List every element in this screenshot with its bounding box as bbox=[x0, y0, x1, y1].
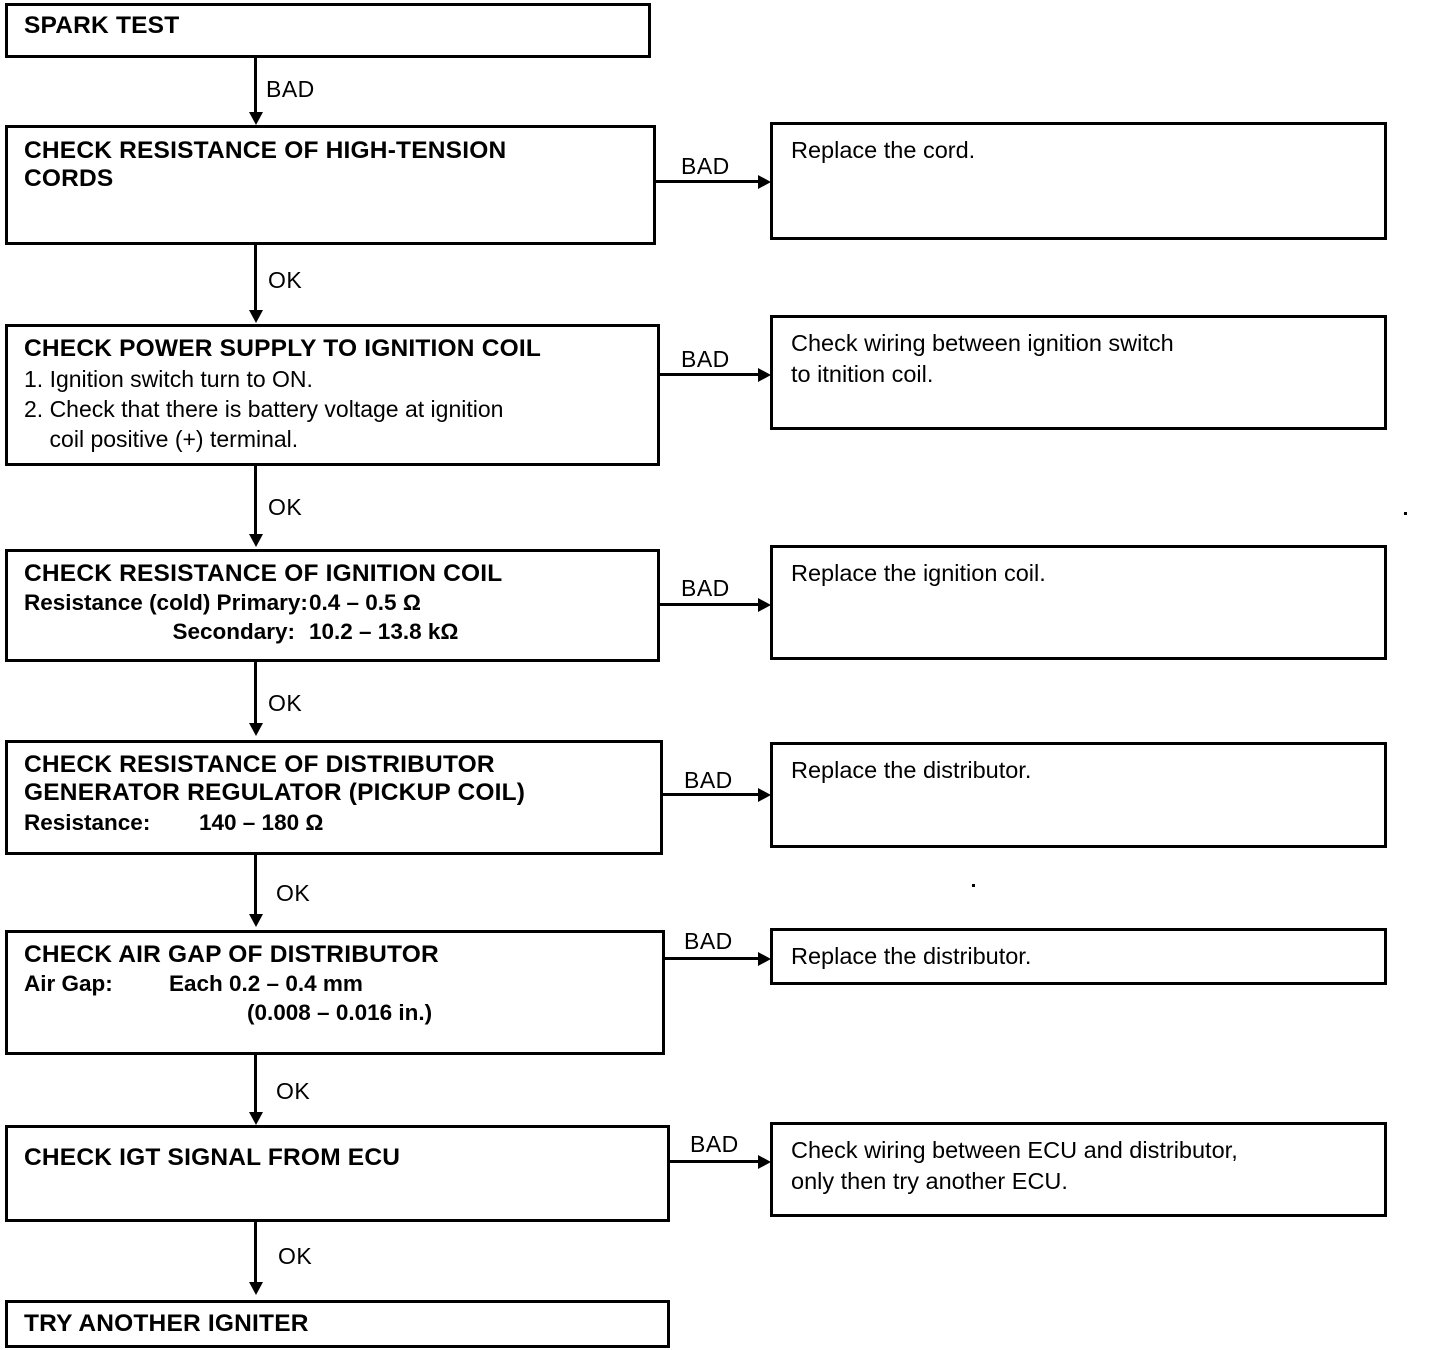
arrow-cords-to-power bbox=[249, 310, 263, 323]
connector-airgap-bad bbox=[665, 957, 764, 960]
node-check-ecu-wiring-text: Check wiring between ECU and distributor… bbox=[791, 1137, 1238, 1195]
node-try-another-igniter-title: TRY ANOTHER IGNITER bbox=[24, 1310, 309, 1337]
node-replace-cord[interactable]: Replace the cord. bbox=[770, 122, 1387, 240]
node-check-ecu-wiring[interactable]: Check wiring between ECU and distributor… bbox=[770, 1122, 1387, 1217]
node-check-ignition-switch-wiring-text: Check wiring between ignition switch to … bbox=[791, 330, 1174, 388]
spec-label: Secondary: bbox=[172, 619, 295, 645]
node-power-supply-steps: 1. Ignition switch turn to ON. 2. Check … bbox=[24, 365, 643, 455]
connector-igt-to-igniter bbox=[254, 1222, 257, 1286]
node-air-gap-title: CHECK AIR GAP OF DISTRIBUTOR bbox=[24, 941, 439, 968]
node-igt-title: CHECK IGT SIGNAL FROM ECU bbox=[24, 1144, 401, 1171]
edge-label-coil-ok: OK bbox=[268, 690, 303, 716]
connector-coil-to-distributor bbox=[254, 662, 257, 727]
edge-label-spark-bad: BAD bbox=[266, 76, 315, 102]
connector-airgap-to-igt bbox=[254, 1055, 257, 1117]
connector-cords-to-power bbox=[254, 245, 257, 315]
node-distributor-regulator-specs: Resistance: 140 – 180 Ω bbox=[24, 809, 646, 838]
print-speck bbox=[1404, 512, 1407, 515]
arrow-power-to-coil bbox=[249, 534, 263, 547]
node-check-igt-signal[interactable]: CHECK IGT SIGNAL FROM ECU bbox=[5, 1125, 670, 1222]
node-air-gap-specs: Air Gap: Each 0.2 – 0.4 mm (0.008 – 0.01… bbox=[24, 970, 648, 1028]
arrow-airgap-bad bbox=[758, 952, 771, 966]
spec-row: (0.008 – 0.016 in.) bbox=[24, 999, 648, 1028]
node-check-distributor-generator-regulator[interactable]: CHECK RESISTANCE OF DISTRIBUTOR GENERATO… bbox=[5, 740, 663, 855]
spec-label: Air Gap: bbox=[24, 971, 113, 997]
node-check-high-tension-cords[interactable]: CHECK RESISTANCE OF HIGH-TENSION CORDS bbox=[5, 125, 656, 245]
edge-label-igt-bad: BAD bbox=[690, 1131, 739, 1157]
spec-value: 140 – 180 Ω bbox=[199, 809, 324, 835]
arrow-distributor-to-airgap bbox=[249, 914, 263, 927]
connector-cords-bad bbox=[656, 180, 764, 183]
edge-label-airgap-bad: BAD bbox=[684, 928, 733, 954]
arrow-coil-to-distributor bbox=[249, 723, 263, 736]
connector-distributor-to-airgap bbox=[254, 855, 257, 918]
edge-label-cords-ok: OK bbox=[268, 267, 303, 293]
power-supply-step-2-cont: coil positive (+) terminal. bbox=[24, 426, 299, 453]
edge-label-airgap-ok: OK bbox=[276, 1078, 311, 1104]
arrow-igt-to-igniter bbox=[249, 1282, 263, 1295]
node-replace-ignition-coil[interactable]: Replace the ignition coil. bbox=[770, 545, 1387, 660]
spec-label bbox=[24, 999, 247, 1028]
node-distributor-regulator-title: CHECK RESISTANCE OF DISTRIBUTOR GENERATO… bbox=[24, 751, 526, 807]
arrow-spark-to-cords bbox=[249, 112, 263, 125]
connector-power-bad bbox=[660, 373, 764, 376]
spec-row: Resistance (cold) Primary: 0.4 – 0.5 Ω bbox=[24, 589, 643, 618]
edge-label-coil-bad: BAD bbox=[681, 575, 730, 601]
spec-label: Resistance (cold) Primary: bbox=[24, 590, 308, 616]
node-spark-test-title: SPARK TEST bbox=[24, 12, 180, 39]
node-check-ignition-switch-wiring[interactable]: Check wiring between ignition switch to … bbox=[770, 315, 1387, 430]
spec-value: Each 0.2 – 0.4 mm bbox=[169, 971, 363, 997]
connector-distributor-bad bbox=[663, 793, 764, 796]
node-replace-cord-text: Replace the cord. bbox=[791, 137, 976, 163]
node-coil-resistance-title: CHECK RESISTANCE OF IGNITION COIL bbox=[24, 560, 503, 587]
arrow-cords-bad bbox=[758, 175, 771, 189]
edge-label-power-bad: BAD bbox=[681, 346, 730, 372]
arrow-power-bad bbox=[758, 368, 771, 382]
edge-label-distributor-ok: OK bbox=[276, 880, 311, 906]
node-check-power-supply[interactable]: CHECK POWER SUPPLY TO IGNITION COIL 1. I… bbox=[5, 324, 660, 466]
node-coil-resistance-specs: Resistance (cold) Primary: 0.4 – 0.5 Ω S… bbox=[24, 589, 643, 647]
edge-label-power-ok: OK bbox=[268, 494, 303, 520]
node-replace-distributor-regulator[interactable]: Replace the distributor. bbox=[770, 742, 1387, 848]
print-speck bbox=[972, 884, 975, 887]
node-check-ignition-coil-resistance[interactable]: CHECK RESISTANCE OF IGNITION COIL Resist… bbox=[5, 549, 660, 662]
arrow-coil-bad bbox=[758, 598, 771, 612]
node-check-air-gap[interactable]: CHECK AIR GAP OF DISTRIBUTOR Air Gap: Ea… bbox=[5, 930, 665, 1055]
spec-row: Resistance: 140 – 180 Ω bbox=[24, 809, 646, 838]
node-replace-ignition-coil-text: Replace the ignition coil. bbox=[791, 560, 1046, 586]
connector-power-to-coil bbox=[254, 466, 257, 538]
connector-igt-bad bbox=[670, 1160, 764, 1163]
arrow-igt-bad bbox=[758, 1155, 771, 1169]
power-supply-step-1: 1. Ignition switch turn to ON. bbox=[24, 366, 313, 393]
node-replace-distributor-airgap-text: Replace the distributor. bbox=[791, 943, 1032, 969]
connector-coil-bad bbox=[660, 603, 764, 606]
spec-row: Secondary: 10.2 – 13.8 kΩ bbox=[24, 618, 643, 647]
spec-value: 10.2 – 13.8 kΩ bbox=[309, 619, 459, 645]
node-replace-distributor-regulator-text: Replace the distributor. bbox=[791, 757, 1032, 783]
node-power-supply-title: CHECK POWER SUPPLY TO IGNITION COIL bbox=[24, 335, 542, 362]
connector-spark-to-cords bbox=[254, 58, 257, 115]
spec-row: Air Gap: Each 0.2 – 0.4 mm bbox=[24, 970, 648, 999]
power-supply-step-2: 2. Check that there is battery voltage a… bbox=[24, 396, 504, 423]
spec-label: Resistance: bbox=[24, 809, 151, 835]
edge-label-igt-ok: OK bbox=[278, 1243, 313, 1269]
edge-label-distributor-bad: BAD bbox=[684, 767, 733, 793]
spec-value: (0.008 – 0.016 in.) bbox=[247, 1000, 433, 1026]
spec-value: 0.4 – 0.5 Ω bbox=[309, 590, 421, 616]
arrow-distributor-bad bbox=[758, 788, 771, 802]
edge-label-cords-bad: BAD bbox=[681, 153, 730, 179]
node-try-another-igniter[interactable]: TRY ANOTHER IGNITER bbox=[5, 1300, 670, 1348]
node-spark-test[interactable]: SPARK TEST bbox=[5, 3, 651, 58]
node-replace-distributor-airgap[interactable]: Replace the distributor. bbox=[770, 928, 1387, 985]
arrow-airgap-to-igt bbox=[249, 1112, 263, 1125]
node-cords-title: CHECK RESISTANCE OF HIGH-TENSION CORDS bbox=[24, 137, 507, 193]
